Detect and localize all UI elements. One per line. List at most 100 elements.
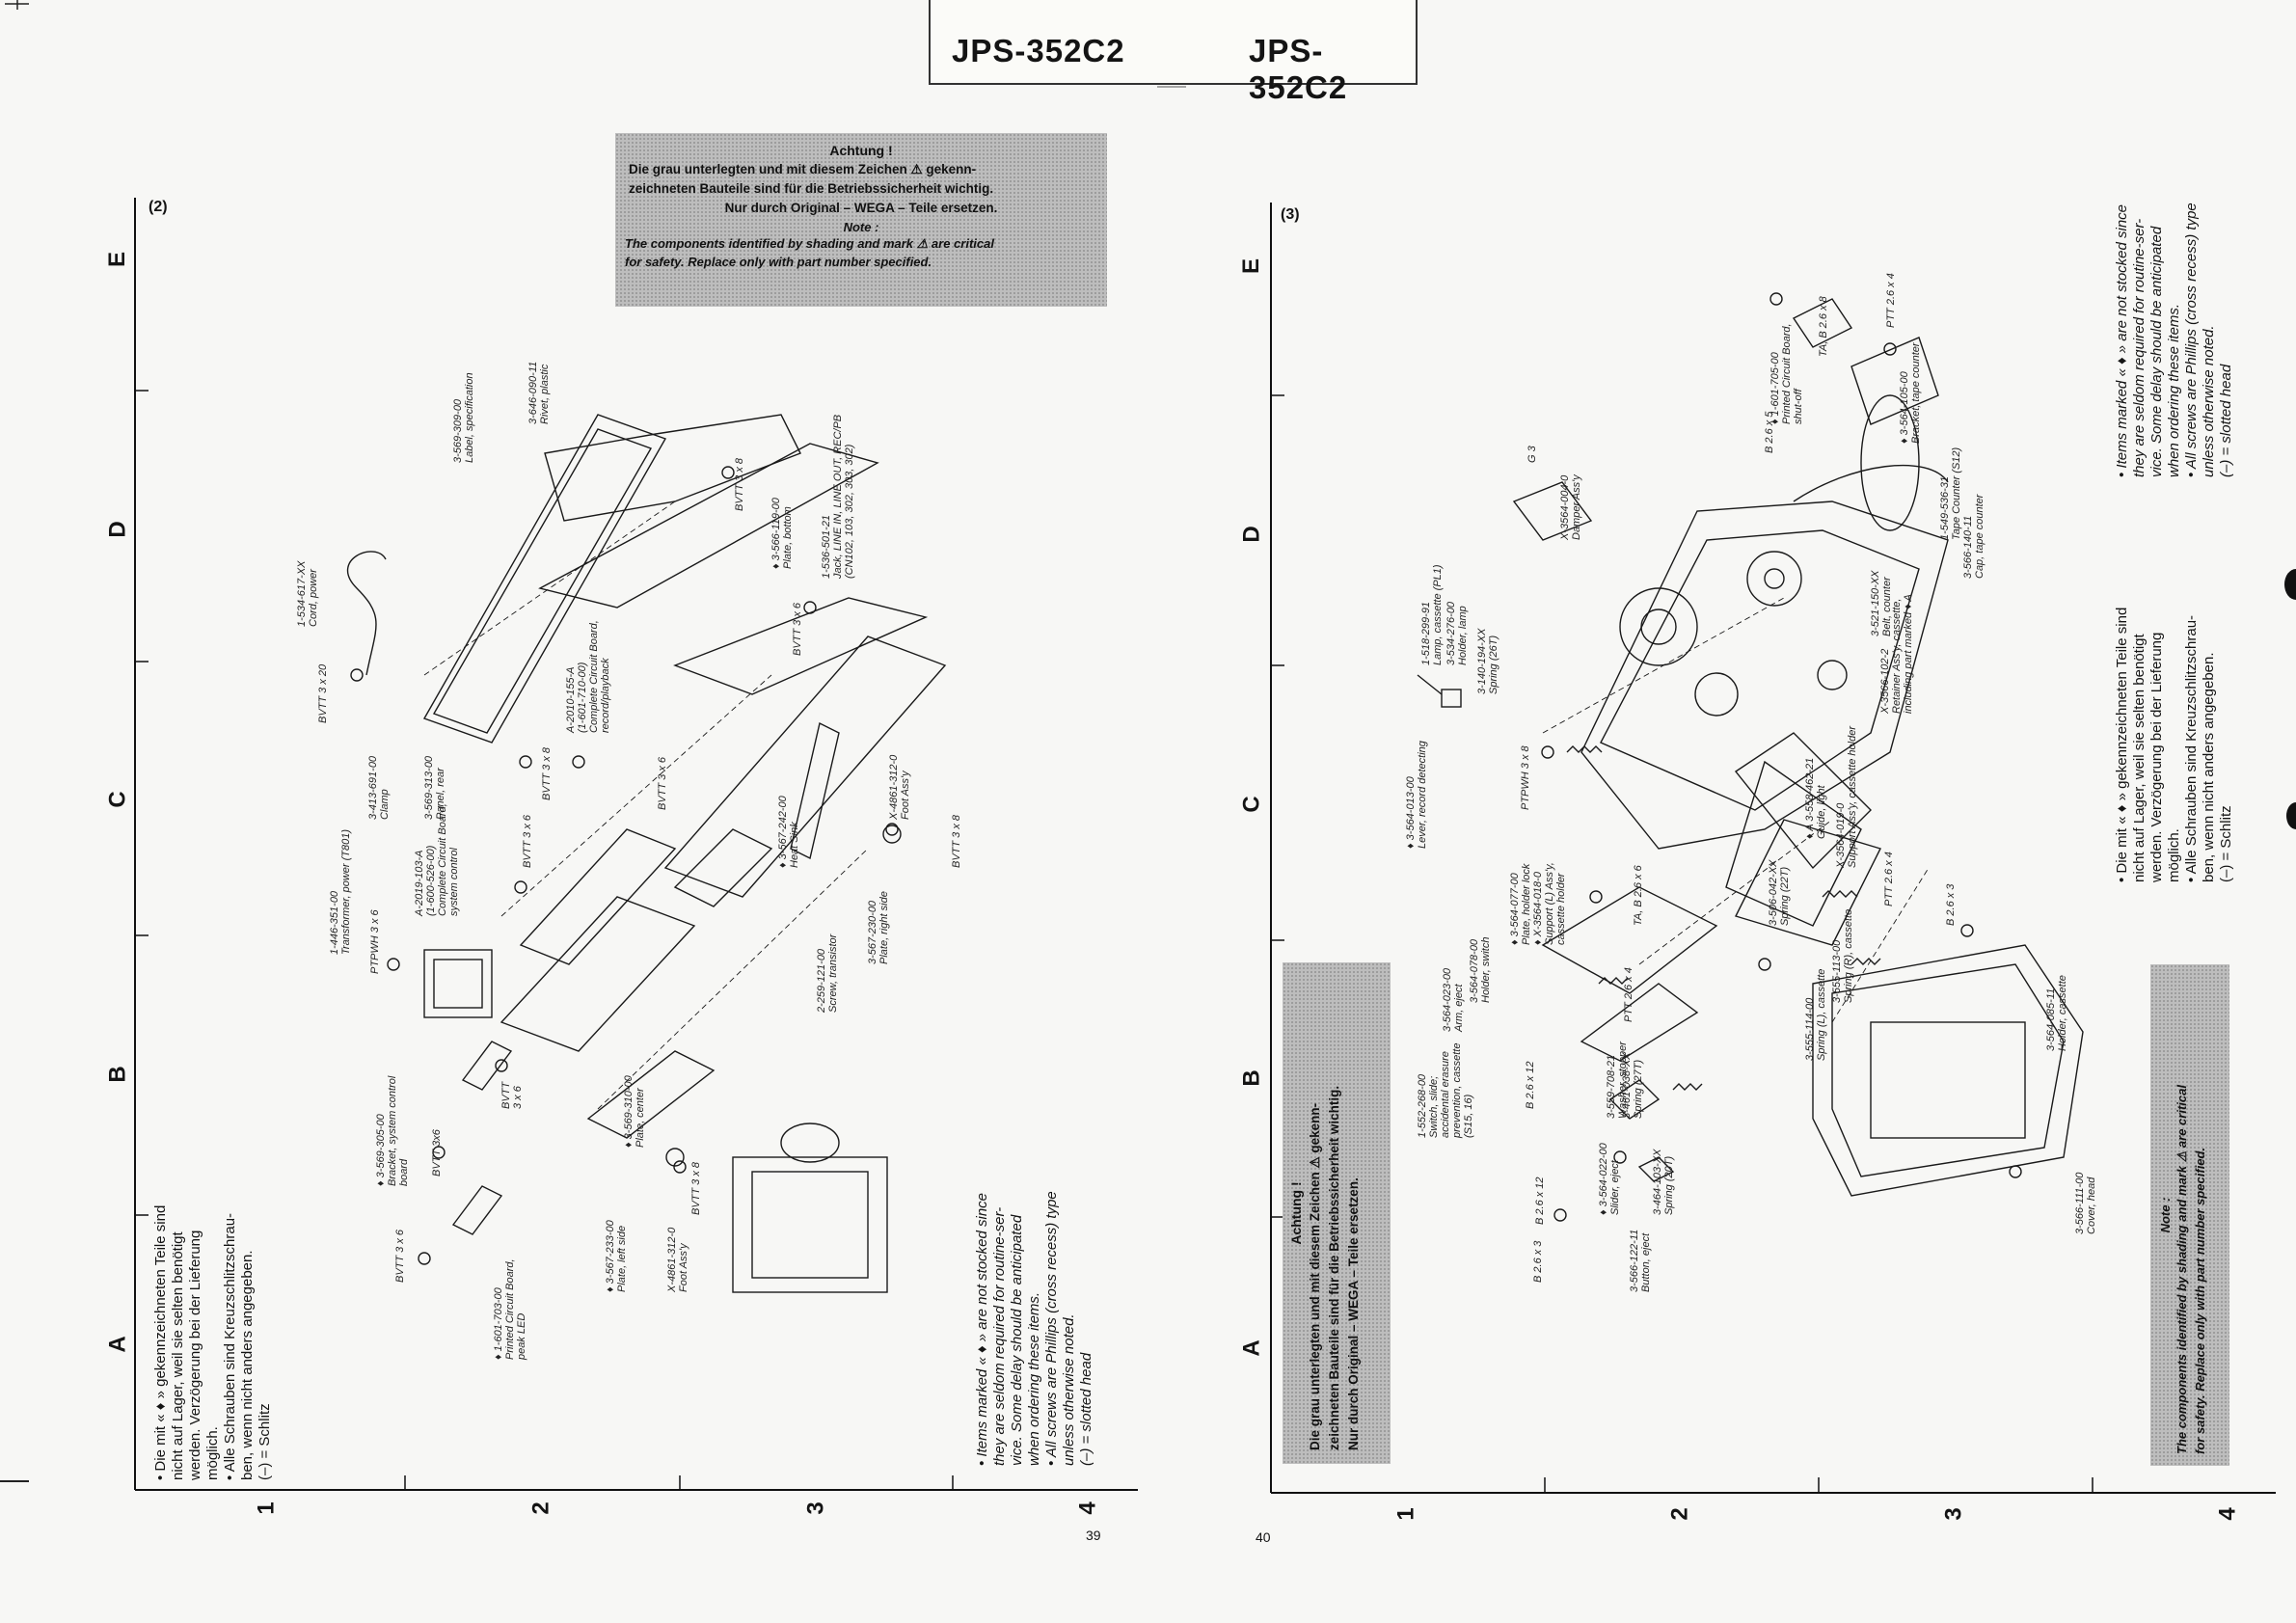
svg-text:♦ 3-564-022-00: ♦ 3-564-022-00 xyxy=(1598,1142,1609,1215)
svg-text:Bracket, tape counter: Bracket, tape counter xyxy=(1910,341,1922,444)
svg-text:3-534-276-00: 3-534-276-00 xyxy=(1445,601,1457,665)
svg-text:3-413-691-00: 3-413-691-00 xyxy=(367,755,379,820)
section-label-right: (3) xyxy=(1281,206,1300,223)
svg-text:Plate, left side: Plate, left side xyxy=(616,1226,628,1292)
svg-text:PTT 2.6 x 4: PTT 2.6 x 4 xyxy=(1883,852,1895,906)
notice-line: Die grau unterlegten und mit diesem Zeic… xyxy=(629,162,977,176)
svg-text:Spring (L), cassette: Spring (L), cassette xyxy=(1816,969,1827,1061)
svg-text:Damper Ass'y: Damper Ass'y xyxy=(1571,473,1582,540)
svg-text:3-564-085-11: 3-564-085-11 xyxy=(2045,988,2057,1051)
note-line: The components identified by shading and… xyxy=(625,236,994,251)
svg-text:Arm, eject: Arm, eject xyxy=(1453,984,1465,1033)
svg-text:BVTT 3 x 6: BVTT 3 x 6 xyxy=(657,756,668,810)
notice-line: zeichneten Bauteile sind für die Betrieb… xyxy=(629,181,994,196)
svg-text:B 2.6 x 12: B 2.6 x 12 xyxy=(1525,1061,1536,1109)
svg-text:Guide, light: Guide, light xyxy=(1816,784,1827,839)
svg-text:(CN102, 103, 302, 303, 302): (CN102, 103, 302, 303, 302) xyxy=(844,444,855,579)
svg-text:Washer, stopper: Washer, stopper xyxy=(1617,1041,1629,1119)
svg-text:1-446-351-00: 1-446-351-00 xyxy=(329,890,340,955)
svg-text:Heat Sink: Heat Sink xyxy=(789,822,800,868)
svg-text:BVTT 3 x 8: BVTT 3 x 8 xyxy=(541,746,553,800)
svg-text:3-646-090-11: 3-646-090-11 xyxy=(527,362,539,424)
svg-text:♦ 3-569-305-00: ♦ 3-569-305-00 xyxy=(375,1113,387,1186)
svg-text:shut-off: shut-off xyxy=(1793,388,1804,424)
svg-text:♦ 3-564-105-00: ♦ 3-564-105-00 xyxy=(1899,370,1910,444)
svg-text:Support Ass'y, cassette holder: Support Ass'y, cassette holder xyxy=(1847,725,1858,868)
svg-text:Belt, counter: Belt, counter xyxy=(1881,576,1893,636)
safety-notice-left: Achtung ! Die grau unterlegten und mit d… xyxy=(615,133,1107,307)
svg-text:1-549-536-31: 1-549-536-31 xyxy=(1939,476,1951,540)
svg-text:Plate, center: Plate, center xyxy=(635,1087,646,1148)
svg-text:Plate, bottom: Plate, bottom xyxy=(782,506,794,569)
model-number-left: JPS-352C2 xyxy=(952,33,1125,68)
svg-text:♦ 1-601-705-00: ♦ 1-601-705-00 xyxy=(1769,351,1781,424)
model-header: JPS-352C2 JPS-352C2 xyxy=(929,0,1418,105)
svg-text:TA, B 2.6 x 8: TA, B 2.6 x 8 xyxy=(1818,295,1829,357)
svg-text:Cap, tape counter: Cap, tape counter xyxy=(1974,493,1985,579)
svg-text:3-140-194-XX: 3-140-194-XX xyxy=(1476,628,1488,694)
svg-text:Spring (26T): Spring (26T) xyxy=(1488,636,1499,694)
svg-text:BVTT 3 x 6: BVTT 3 x 6 xyxy=(792,602,803,656)
svg-text:Label, specification: Label, specification xyxy=(464,372,475,463)
svg-text:BVTT 3x6: BVTT 3x6 xyxy=(431,1128,443,1177)
svg-text:PTPWH 3 x 8: PTPWH 3 x 8 xyxy=(1520,744,1531,810)
section-label-left: (2) xyxy=(149,199,168,215)
svg-text:♦ 3-567-233-00: ♦ 3-567-233-00 xyxy=(605,1219,616,1292)
svg-text:cassette holder: cassette holder xyxy=(1555,872,1567,945)
svg-text:BVTT 3 x 8: BVTT 3 x 8 xyxy=(951,814,962,868)
svg-text:accidental erasure: accidental erasure xyxy=(1440,1051,1451,1138)
svg-text:BVTT 3 x 8: BVTT 3 x 8 xyxy=(734,457,745,511)
svg-text:X-3564-019-0: X-3564-019-0 xyxy=(1835,802,1847,869)
svg-text:♦ 3-566-119-00: ♦ 3-566-119-00 xyxy=(770,497,782,569)
svg-text:(S15, 16): (S15, 16) xyxy=(1463,1094,1474,1138)
svg-text:X-4861-312-0: X-4861-312-0 xyxy=(888,754,900,821)
svg-text:Clamp: Clamp xyxy=(379,789,391,820)
svg-text:♦ 3-567-242-00: ♦ 3-567-242-00 xyxy=(777,795,789,868)
svg-text:3-566-140-11: 3-566-140-11 xyxy=(1962,516,1974,579)
svg-text:3-569-309-00: 3-569-309-00 xyxy=(452,398,464,463)
svg-text:Printed Circuit Board,: Printed Circuit Board, xyxy=(1781,323,1793,424)
svg-text:3-566-111-00: 3-566-111-00 xyxy=(2074,1172,2086,1234)
svg-text:Transformer, power (T801): Transformer, power (T801) xyxy=(340,829,352,955)
page-number-right: 40 xyxy=(1256,1529,1271,1545)
svg-text:PTT 2.6 x 4: PTT 2.6 x 4 xyxy=(1623,967,1634,1022)
svg-text:(1-600-526-00): (1-600-526-00) xyxy=(425,845,437,916)
svg-text:BVTT 3 x 8: BVTT 3 x 8 xyxy=(690,1161,702,1215)
svg-text:PTT 2.6 x 4: PTT 2.6 x 4 xyxy=(1885,273,1897,328)
svg-text:Complete Circuit Board,: Complete Circuit Board, xyxy=(437,803,448,916)
svg-text:Support (L) Ass'y,: Support (L) Ass'y, xyxy=(1544,862,1555,945)
svg-text:including part marked ♦ A: including part marked ♦ A xyxy=(1903,594,1914,714)
svg-text:G 3: G 3 xyxy=(1526,445,1538,463)
binding-marks xyxy=(2284,569,2296,829)
svg-text:Panel, rear: Panel, rear xyxy=(435,767,446,820)
svg-text:Foot Ass'y: Foot Ass'y xyxy=(678,1242,689,1292)
svg-text:3-506-042-XX: 3-506-042-XX xyxy=(1768,859,1779,926)
svg-text:Plate, right side: Plate, right side xyxy=(878,891,890,964)
svg-text:PTPWH 3 x 6: PTPWH 3 x 6 xyxy=(369,908,381,974)
svg-text:Plate, holder lock: Plate, holder lock xyxy=(1521,863,1532,945)
svg-text:Cover, head: Cover, head xyxy=(2086,1177,2097,1234)
svg-text:Lamp, cassette (PL1): Lamp, cassette (PL1) xyxy=(1432,564,1444,665)
svg-text:2-259-121-00: 2-259-121-00 xyxy=(816,948,827,1014)
svg-text:3-521-150-XX: 3-521-150-XX xyxy=(1870,570,1881,636)
svg-text:3-555-113-00: 3-555-113-00 xyxy=(1831,939,1843,1003)
svg-text:Cord, power: Cord, power xyxy=(308,568,319,627)
svg-text:prevention, cassette: prevention, cassette xyxy=(1451,1043,1463,1139)
svg-text:♦ 3-569-310-00: ♦ 3-569-310-00 xyxy=(623,1074,635,1148)
svg-text:3-555-114-00: 3-555-114-00 xyxy=(1804,997,1816,1061)
note-title: Note : xyxy=(843,220,879,234)
svg-text:3-464-103-XX: 3-464-103-XX xyxy=(1652,1149,1663,1215)
svg-text:3-564-078-00: 3-564-078-00 xyxy=(1469,938,1480,1003)
svg-text:B 2.6 x 3: B 2.6 x 3 xyxy=(1945,883,1957,926)
svg-text:Switch, slide;: Switch, slide; xyxy=(1428,1076,1440,1138)
svg-text:board: board xyxy=(398,1158,410,1186)
svg-text:♦ X-3564-018-0: ♦ X-3564-018-0 xyxy=(1532,871,1544,945)
svg-text:3 x 6: 3 x 6 xyxy=(512,1085,524,1109)
svg-text:BVTT 3 x 6: BVTT 3 x 6 xyxy=(522,814,533,868)
svg-text:Tape Counter (S12): Tape Counter (S12) xyxy=(1951,446,1962,540)
svg-text:peak LED: peak LED xyxy=(516,1313,527,1361)
